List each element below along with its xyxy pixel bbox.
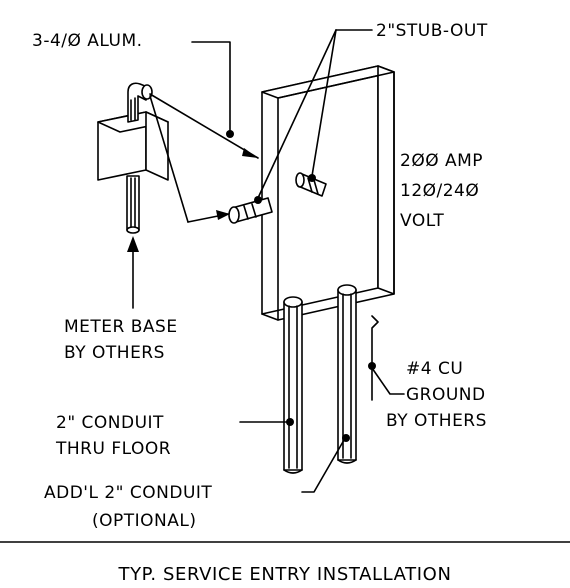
label-ground-1: #4 CU	[406, 359, 463, 379]
dot-marker	[342, 434, 350, 442]
arrow-head	[242, 148, 258, 158]
ground-conductor	[371, 315, 379, 401]
conduit-left	[283, 296, 303, 474]
dot-marker	[254, 196, 262, 204]
label-conduit-2: THRU FLOOR	[55, 439, 171, 459]
panel-box	[261, 65, 395, 321]
label-ground-2: GROUND	[406, 385, 486, 405]
stub-out-right	[295, 172, 327, 197]
label-rating-unit: VOLT	[400, 211, 444, 231]
label-ground-3: BY OTHERS	[386, 411, 487, 431]
conduit-right	[337, 284, 357, 464]
label-conduit-1: 2" CONDUIT	[56, 413, 164, 433]
label-meter-base-1: METER BASE	[64, 317, 178, 337]
dot-marker	[368, 362, 376, 370]
label-addl-2: (OPTIONAL)	[92, 511, 197, 531]
label-addl-1: ADD'L 2" CONDUIT	[44, 483, 212, 503]
label-conductors: 3-4/Ø ALUM.	[32, 31, 143, 51]
dot-marker	[226, 130, 234, 138]
label-meter-base-2: BY OTHERS	[64, 343, 165, 363]
diagram-title: TYP. SERVICE ENTRY INSTALLATION	[117, 564, 451, 585]
leader-lines	[127, 29, 405, 493]
meter-base	[97, 82, 169, 234]
arrow-head	[216, 210, 230, 220]
label-rating-volt: 12Ø/24Ø	[400, 181, 479, 201]
arrow-head	[127, 236, 139, 252]
dot-marker	[286, 418, 294, 426]
label-stub-out: 2"STUB-OUT	[376, 21, 488, 41]
label-rating-amp: 2ØØ AMP	[400, 151, 483, 171]
dot-marker	[308, 174, 316, 182]
